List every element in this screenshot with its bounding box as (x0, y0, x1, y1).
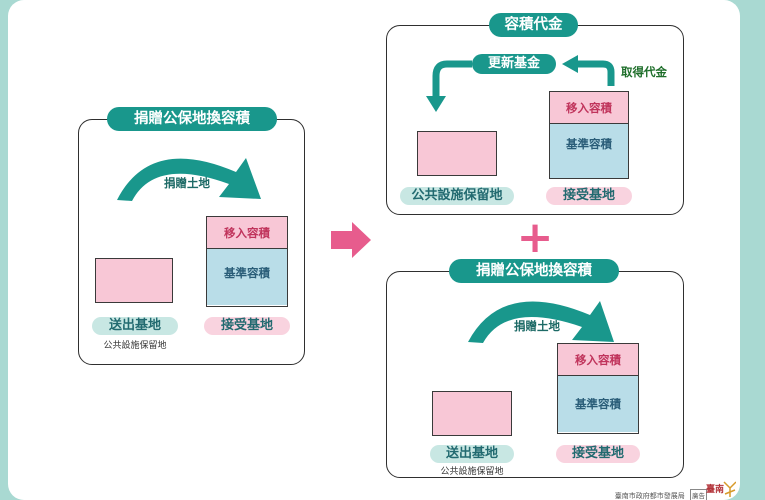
top-right-receive-stack: 移入容積 基準容積 (549, 91, 629, 179)
ad-stamp: 廣告 (690, 489, 707, 500)
left-send-sub: 公共設施保留地 (103, 341, 167, 351)
footer-credit: 臺南市政府都市發展局 廣告 (615, 489, 707, 500)
plus-sign: + (516, 212, 554, 263)
top-right-base-volume: 基準容積 (550, 124, 628, 178)
tainan-logo-icon: 臺南 (706, 481, 737, 497)
left-send-label: 送出基地 (92, 317, 178, 335)
bottom-right-title: 捐贈公保地換容積 (449, 259, 619, 283)
bottom-right-base-volume: 基準容積 (558, 376, 638, 432)
bottom-right-send-box (432, 391, 512, 436)
left-donate-label: 捐贈土地 (164, 176, 210, 190)
top-right-title: 容積代金 (489, 13, 578, 37)
bottom-right-receive-label: 接受基地 (556, 445, 640, 463)
bottom-right-receive-stack: 移入容積 基準容積 (557, 343, 639, 434)
left-receive-stack: 移入容積 基準容積 (206, 216, 288, 307)
left-send-site-box (95, 258, 173, 303)
top-right-public-box (417, 131, 497, 176)
obtain-payment-label: 取得代金 (621, 65, 667, 79)
left-panel-title: 捐贈公保地換容積 (107, 107, 277, 131)
bottom-right-transfer-volume: 移入容積 (558, 344, 638, 376)
tainan-logo: 臺南 (706, 478, 737, 498)
left-base-volume: 基準容積 (207, 249, 287, 305)
fund-label: 更新基金 (472, 54, 556, 74)
top-right-receive-label: 接受基地 (546, 187, 632, 205)
svg-text:臺南: 臺南 (706, 483, 724, 495)
bottom-right-panel (386, 271, 684, 478)
bottom-right-donate-label: 捐贈土地 (514, 319, 560, 333)
bottom-right-send-sub: 公共設施保留地 (440, 467, 504, 477)
top-right-transfer-volume: 移入容積 (550, 92, 628, 124)
top-right-public-label: 公共設施保留地 (400, 187, 514, 205)
footer-text: 臺南市政府都市發展局 (614, 492, 685, 500)
left-receive-label: 接受基地 (204, 317, 290, 335)
left-transfer-volume: 移入容積 (207, 217, 287, 249)
bottom-right-send-label: 送出基地 (430, 445, 514, 463)
